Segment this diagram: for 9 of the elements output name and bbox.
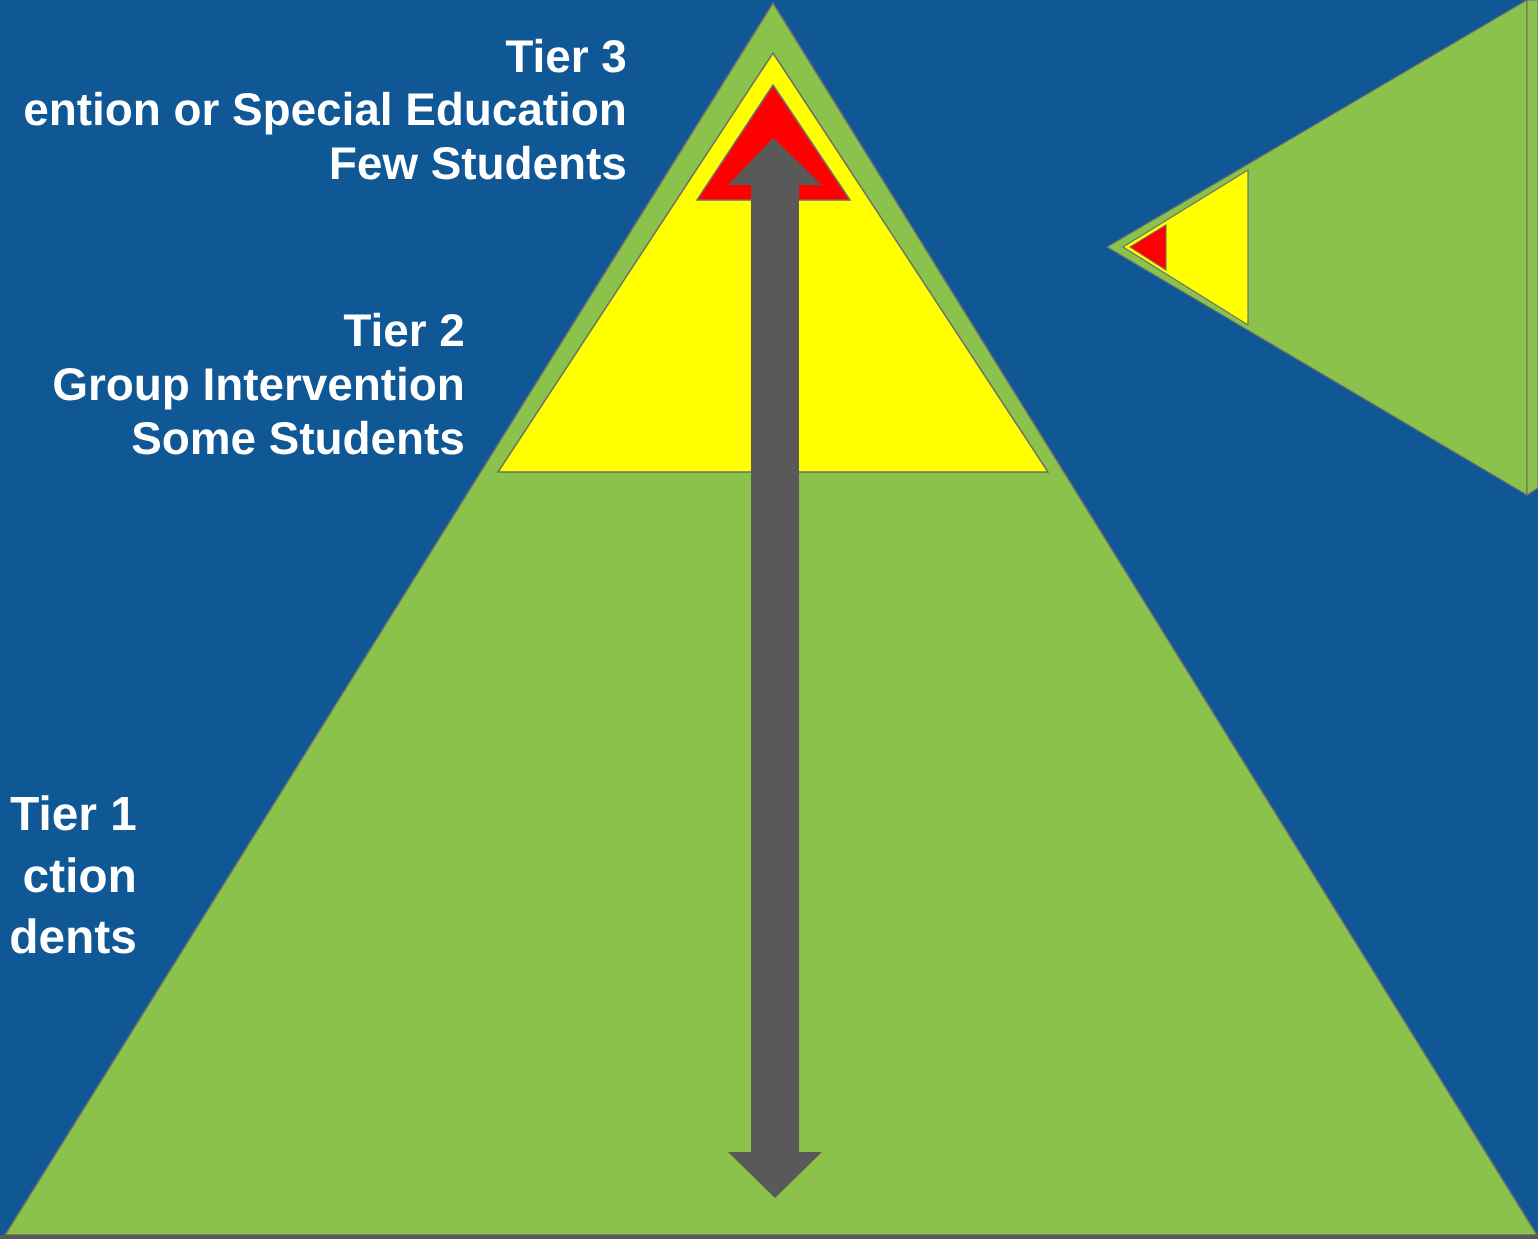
- tier-heading: Tier 2: [343, 312, 463, 347]
- tier-heading: Tier 3: [505, 38, 626, 73]
- tier-description: Group Intervention: [54, 366, 462, 410]
- tier-heading: Tier 1: [10, 795, 136, 831]
- student-share: Some Students: [132, 420, 463, 455]
- student-share: Few Students: [331, 145, 625, 180]
- tier-description: ction: [24, 857, 134, 893]
- tier-description: ention or Special Education: [25, 91, 624, 135]
- student-share: dents: [11, 918, 135, 954]
